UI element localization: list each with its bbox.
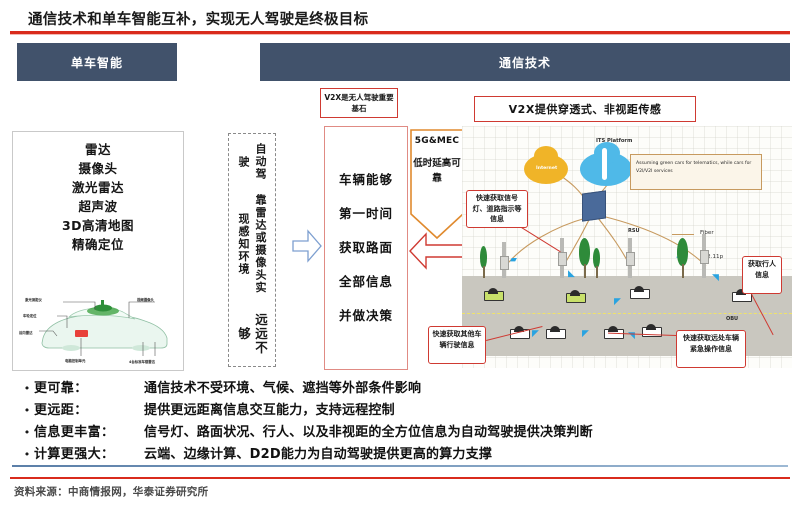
bullet-list: • 更可靠： 通信技术不受环境、气候、遮挡等外部条件影响 • 更远距： 提供更远… [20,378,780,466]
legend-dsrc-label: 802.11p [700,254,724,260]
dashed-note-line2: 靠雷达或摄像头实现感知环境 [237,194,267,294]
title-divider-light [10,34,790,35]
header-box-single-vehicle: 单车智能 [17,43,177,81]
assumption-note: Assuming green cars for telematics, whil… [630,154,762,190]
radio-wave-icon: ▰ [510,255,517,265]
bullet-row: • 更远距： 提供更远距离信息交互能力，支持远程控制 [20,400,780,421]
svg-text:前向雷达: 前向雷达 [19,330,33,335]
sensor-list: 雷达 摄像头 激光雷达 超声波 3D高清地图 精确定位 [13,132,183,254]
benefit-line: 获取路面 [338,240,393,255]
tree-icon [676,238,688,278]
benefit-line: 全部信息 [338,274,393,289]
bullet-text: 云端、边缘计算、D2D能力为自动驾驶提供更高的算力支撑 [144,447,493,462]
vehicle-icon [630,286,650,299]
svg-text:车轮定位: 车轮定位 [23,313,37,318]
vehicle-icon [566,290,586,303]
svg-text:激光测距仪: 激光测距仪 [25,297,43,302]
left-sensor-panel: 雷达 摄像头 激光雷达 超声波 3D高清地图 精确定位 [12,131,184,371]
rsu-unit [626,252,635,266]
vehicle-icon [546,326,566,339]
svg-text:视频摄像头: 视频摄像头 [137,297,155,302]
benefit-line: 车辆能够 [338,172,393,187]
bullet-label: 更远距： [34,403,88,418]
v2x-banner: V2X提供穿透式、非视距传感 [474,96,696,122]
rsu-label: RSU [628,228,640,234]
tree-icon [478,246,488,278]
svg-text:4台标准车载雷达: 4台标准车载雷达 [129,359,156,364]
callout-remote-emergency: 快速获取远处车辆紧急操作信息 [676,330,746,368]
sensor-item: 摄像头 [78,161,118,176]
benefit-line: 并做决策 [338,308,393,323]
sensor-item: 超声波 [78,199,118,214]
rsu-unit [558,252,567,266]
sensor-item: 3D高清地图 [61,218,135,233]
mec-title: 5G&MEC [414,136,460,146]
core-router-icon [582,190,606,222]
page-title: 通信技术和单车智能互补，实现无人驾驶是终极目标 [28,12,369,28]
radio-wave-icon: ◥ [712,273,719,283]
radio-wave-icon: ◣ [568,269,575,279]
mec-down-arrow: 5G&MEC 低时延高可靠 [409,128,465,240]
autonomous-car-diagram: 激光测距仪 视频摄像头 车轮定位 前向雷达 电脑控制单元 4台标准车载雷达 [17,284,179,366]
vehicle-icon [642,324,662,337]
callout-pedestrian: 获取行人信息 [742,256,782,294]
its-platform-label: ITS Platform [596,138,633,144]
callout-other-vehicles: 快速获取其他车辆行驶信息 [428,326,486,364]
radio-wave-icon: ◤ [582,329,589,339]
its-platform-cloud-puff [594,142,620,164]
bullet-row: • 信息更丰富： 信号灯、路面状况、行人、以及非视距的全方位信息为自动驾驶提供决… [20,422,780,443]
internet-cloud-puff [534,146,558,166]
bullet-label: 信息更丰富： [34,425,115,440]
bullet-text: 提供更远距离信息交互能力，支持远程控制 [144,403,395,418]
legend-fiber-label: Fiber [700,230,714,236]
bullet-label: 计算更强大： [34,447,115,462]
header-box-communication: 通信技术 [260,43,790,81]
bullet-marker: • [23,382,31,395]
radio-wave-icon: ◤ [614,297,621,307]
radio-wave-icon: ◥ [628,331,635,341]
bullet-marker: • [23,426,31,439]
benefit-line: 第一时间 [338,206,393,221]
v2x-cornerstone-caption: V2X是无人驾驶重要基石 [320,88,398,118]
source-note: 资料来源：中商情报网，华泰证券研究所 [14,486,209,498]
sensor-item: 激光雷达 [71,180,124,195]
footer-divider-blue [12,465,788,467]
v2x-benefit-box: 车辆能够 第一时间 获取路面 全部信息 并做决策 [324,126,408,370]
bullet-marker: • [23,404,31,417]
title-divider-red [10,31,790,34]
bullet-row: • 计算更强大： 云端、边缘计算、D2D能力为自动驾驶提供更高的算力支撑 [20,444,780,465]
road-center-line [462,313,792,314]
vehicle-icon [484,288,504,301]
tree-icon [578,238,590,278]
rsu-unit [700,250,709,264]
bullet-marker: • [23,448,31,461]
blue-right-arrow-icon [292,228,322,264]
footer-divider-red [10,477,790,479]
red-left-arrow-icon [408,232,464,270]
legend-fiber: Fiber [672,230,714,236]
bullet-text: 信号灯、路面状况、行人、以及非视距的全方位信息为自动驾驶提供决策判断 [144,425,593,440]
fiber-line-swatch [672,234,694,235]
v2x-network-illustration: Internet ITS Platform Assuming green car… [462,126,792,368]
bullet-text: 通信技术不受环境、气候、遮挡等外部条件影响 [144,381,422,396]
sensor-item: 雷达 [84,142,111,157]
callout-traffic-signal: 快速获取信号灯、道路指示等信息 [466,190,528,228]
dashed-vertical-note: 自动驾驶 靠雷达或摄像头实现感知环境 远远不够 [228,133,276,367]
its-antenna-icon [602,148,607,180]
car-illustration-svg: 激光测距仪 视频摄像头 车轮定位 前向雷达 电脑控制单元 4台标准车载雷达 [19,297,168,364]
mec-subtitle: 低时延高可靠 [413,158,461,184]
dashed-note-line1: 自动驾驶 [237,143,267,181]
bullet-label: 更可靠： [34,381,88,396]
internet-cloud-label: Internet [536,166,558,171]
sensor-item: 精确定位 [71,237,124,252]
rsu-unit [500,256,509,270]
bullet-row: • 更可靠： 通信技术不受环境、气候、遮挡等外部条件影响 [20,378,780,399]
obu-label: OBU [726,316,739,322]
svg-text:电脑控制单元: 电脑控制单元 [65,358,86,363]
tree-icon [592,248,601,278]
dashed-note-line3: 远远不够 [236,313,268,355]
radio-wave-icon: ◤ [532,329,539,339]
